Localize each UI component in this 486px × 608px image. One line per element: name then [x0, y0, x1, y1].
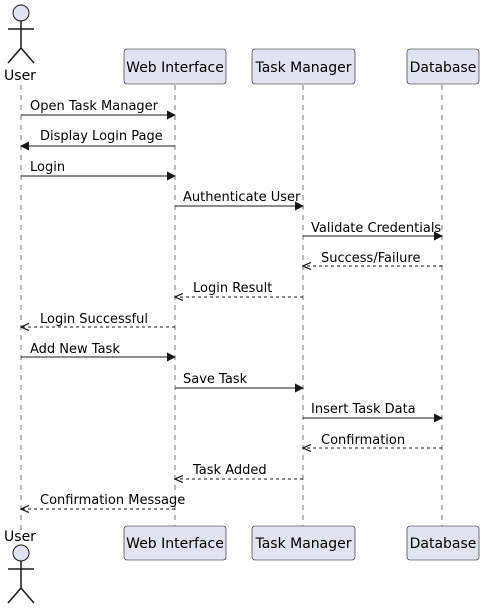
message-label: Task Added	[192, 463, 267, 478]
database-label-bottom: Database	[410, 536, 477, 552]
message-label: Success/Failure	[321, 251, 420, 266]
message-label: Display Login Page	[40, 129, 163, 144]
database-box-top: Database	[406, 48, 480, 85]
user-actor-top: User	[4, 4, 36, 84]
web-interface-label-bottom: Web Interface	[126, 536, 224, 552]
message-label: Login	[30, 160, 65, 175]
user-label-bottom: User	[4, 529, 36, 545]
actor-head-icon	[12, 4, 30, 22]
task-manager-box-top: Task Manager	[251, 48, 356, 85]
message-label: Add New Task	[30, 342, 120, 357]
messages: Open Task Manager Display Login Page Log…	[20, 99, 443, 509]
message-label: Confirmation	[321, 433, 405, 448]
message-label: Insert Task Data	[311, 402, 416, 417]
user-actor-bottom: User	[4, 529, 36, 604]
task-manager-label-top: Task Manager	[254, 60, 351, 76]
user-label-top: User	[4, 68, 36, 84]
web-interface-box-top: Web Interface	[123, 48, 227, 85]
message-label: Save Task	[183, 372, 248, 387]
database-label-top: Database	[410, 60, 477, 76]
message-label: Login Result	[193, 281, 272, 296]
message-label: Login Successful	[40, 312, 148, 327]
actor-body-icon	[7, 21, 35, 64]
task-manager-label-bottom: Task Manager	[254, 536, 351, 552]
task-manager-box-bottom: Task Manager	[251, 525, 356, 561]
message-label: Open Task Manager	[30, 99, 159, 114]
message-label: Validate Credentials	[311, 221, 441, 236]
web-interface-box-bottom: Web Interface	[123, 525, 227, 561]
message-label: Authenticate User	[183, 190, 301, 205]
web-interface-label-top: Web Interface	[126, 60, 224, 76]
database-box-bottom: Database	[406, 525, 480, 561]
actor-body-icon	[7, 561, 35, 604]
actor-head-icon	[12, 544, 30, 562]
message-label: Confirmation Message	[40, 493, 185, 508]
